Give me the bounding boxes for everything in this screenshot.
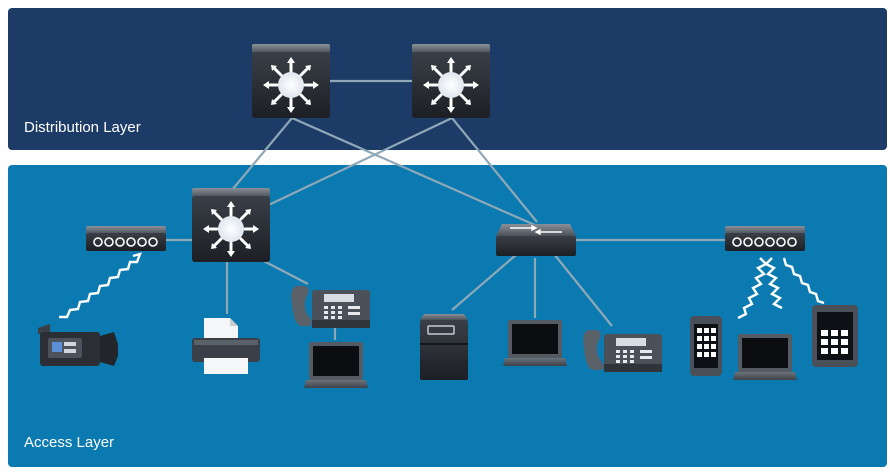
laptop-icon-center	[503, 320, 567, 366]
access-hub-left[interactable]	[85, 225, 167, 252]
wireless-links	[59, 252, 825, 320]
ip-phone-icon-left	[291, 286, 370, 328]
video-camera-icon	[38, 324, 118, 366]
access-layer-label: Access Layer	[24, 434, 115, 451]
tablet-icon	[812, 305, 858, 367]
access-multilayer-switch[interactable]	[190, 186, 272, 264]
distribution-layer-label: Distribution Layer	[24, 119, 141, 136]
distribution-multilayer-switch-left[interactable]	[250, 42, 332, 120]
distribution-multilayer-switch-right[interactable]	[410, 42, 492, 120]
switch-arrows-icon	[510, 224, 562, 236]
smartphone-icon	[690, 316, 722, 376]
server-icon	[420, 314, 468, 380]
laptop-icon-left	[304, 342, 368, 388]
laptop-icon-right	[733, 334, 797, 380]
printer-icon	[192, 318, 260, 374]
access-hub-right[interactable]	[724, 225, 806, 252]
network-links	[165, 79, 725, 340]
access-workgroup-switch[interactable]	[496, 224, 576, 256]
ip-phone-icon-right	[583, 330, 662, 372]
